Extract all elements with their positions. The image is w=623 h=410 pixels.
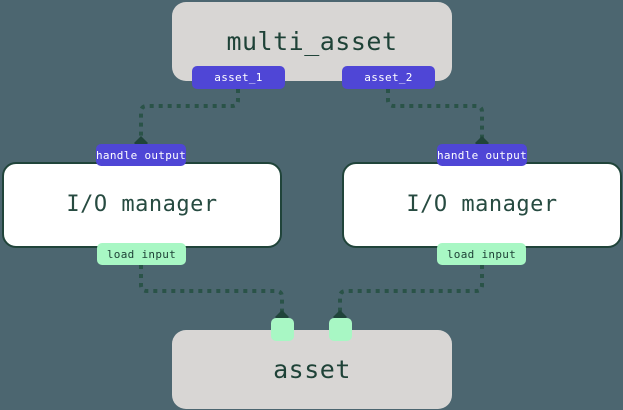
badge-asset-2-label: asset_2 [364, 71, 413, 84]
badge-load-input-right-label: load input [446, 247, 517, 261]
edge-asset2-to-handle-output-right [386, 89, 484, 138]
badge-handle-output-left[interactable]: handle output [96, 144, 186, 166]
badge-load-input-left-label: load input [106, 247, 177, 261]
badge-handle-output-left-label: handle output [96, 148, 186, 162]
badge-handle-output-right[interactable]: handle output [437, 144, 527, 166]
badge-asset-1[interactable]: asset_1 [192, 66, 285, 89]
node-io-manager-left-label: I/O manager [66, 192, 218, 217]
node-io-manager-right-label: I/O manager [406, 192, 558, 217]
node-io-manager-left[interactable]: I/O manager [2, 162, 282, 248]
badge-load-input-left[interactable]: load input [97, 243, 186, 265]
node-multi-asset-label: multi_asset [226, 27, 398, 56]
node-asset-label: asset [273, 355, 351, 384]
badge-asset-port-left[interactable] [271, 318, 294, 341]
node-io-manager-right[interactable]: I/O manager [342, 162, 622, 248]
edge-asset1-to-handle-output-left [139, 89, 240, 138]
badge-asset-2[interactable]: asset_2 [342, 66, 435, 89]
badge-load-input-right[interactable]: load input [437, 243, 526, 265]
edge-load-input-right-to-asset-port-right [338, 265, 484, 312]
badge-asset-port-right[interactable] [329, 318, 352, 341]
badge-handle-output-right-label: handle output [437, 148, 527, 162]
edge-load-input-left-to-asset-port-left [139, 265, 284, 312]
node-asset[interactable]: asset [172, 330, 452, 409]
badge-asset-1-label: asset_1 [214, 71, 263, 84]
